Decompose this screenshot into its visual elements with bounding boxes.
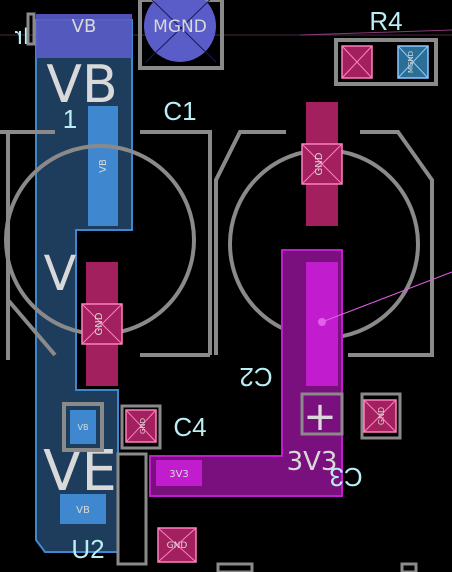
r4-mgnd-label: MGND bbox=[407, 51, 415, 73]
c3-plus-pad[interactable] bbox=[300, 392, 344, 436]
r4-designator: R4 bbox=[369, 6, 402, 36]
bottom-silk bbox=[216, 562, 254, 572]
bottom-right-silk bbox=[400, 562, 418, 572]
u2-3v3-label: 3V3 bbox=[169, 469, 189, 480]
mgnd-pad-cross-b bbox=[145, 0, 211, 63]
c1-designator: C1 bbox=[163, 96, 196, 126]
cross-box-icon bbox=[397, 45, 429, 79]
u2-vb-pad[interactable] bbox=[60, 494, 106, 524]
mgnd-label: MGND bbox=[153, 17, 207, 37]
ratsnest-top-line bbox=[299, 29, 452, 36]
c1-gnd-label: GND bbox=[94, 312, 105, 335]
bottom-gnd-label: GND bbox=[167, 541, 188, 551]
c4-gnd-label: GND bbox=[139, 418, 147, 434]
u2-vb-label: VB bbox=[76, 505, 90, 516]
ratsnest-3v3 bbox=[321, 271, 452, 323]
u2-silk bbox=[116, 452, 148, 566]
cross-box-icon bbox=[125, 409, 157, 443]
partial-designator: Ir bbox=[15, 23, 30, 50]
cross-box-icon bbox=[363, 399, 397, 433]
cross-box-icon bbox=[301, 143, 343, 185]
c4-silk-right bbox=[120, 404, 162, 450]
vb-large-label: VB bbox=[46, 55, 117, 115]
silk-top-left bbox=[26, 12, 36, 46]
ratsnest-node bbox=[318, 318, 326, 326]
c4-vb-label: VB bbox=[78, 423, 89, 432]
vb-pad-top[interactable] bbox=[36, 14, 132, 58]
c1-vb-pad[interactable] bbox=[88, 106, 118, 226]
u2-designator: U2 bbox=[71, 534, 104, 564]
c1-vb-pad-label: VB bbox=[98, 159, 109, 173]
c2-designator: C2 bbox=[239, 362, 272, 392]
v-large-label: V bbox=[44, 246, 77, 302]
pin1-marker: 1 bbox=[63, 104, 77, 134]
vb-top-label: VB bbox=[72, 16, 97, 37]
r4-silk bbox=[334, 38, 438, 86]
c2-gnd-label: GND bbox=[314, 152, 325, 175]
cross-box-icon bbox=[81, 303, 123, 345]
net-3v3-large-label: 3V3 bbox=[287, 447, 338, 477]
net-3v3-copper[interactable] bbox=[149, 249, 343, 497]
c3-plus-marker: + bbox=[303, 394, 337, 440]
c4-silk-left bbox=[62, 402, 104, 452]
mgnd-pad-frame bbox=[138, 0, 224, 70]
c3-designator: C3 bbox=[329, 462, 362, 492]
c2-silk-outline bbox=[214, 130, 434, 357]
u2-3v3-pad[interactable] bbox=[156, 460, 202, 486]
c3-gnd-label: GND bbox=[377, 407, 386, 425]
cross-box-icon bbox=[341, 45, 373, 79]
c4-designator: C4 bbox=[173, 412, 206, 442]
c4-vb-pad[interactable] bbox=[70, 410, 96, 444]
c3-silk bbox=[360, 392, 402, 440]
cross-box-icon bbox=[157, 527, 197, 563]
